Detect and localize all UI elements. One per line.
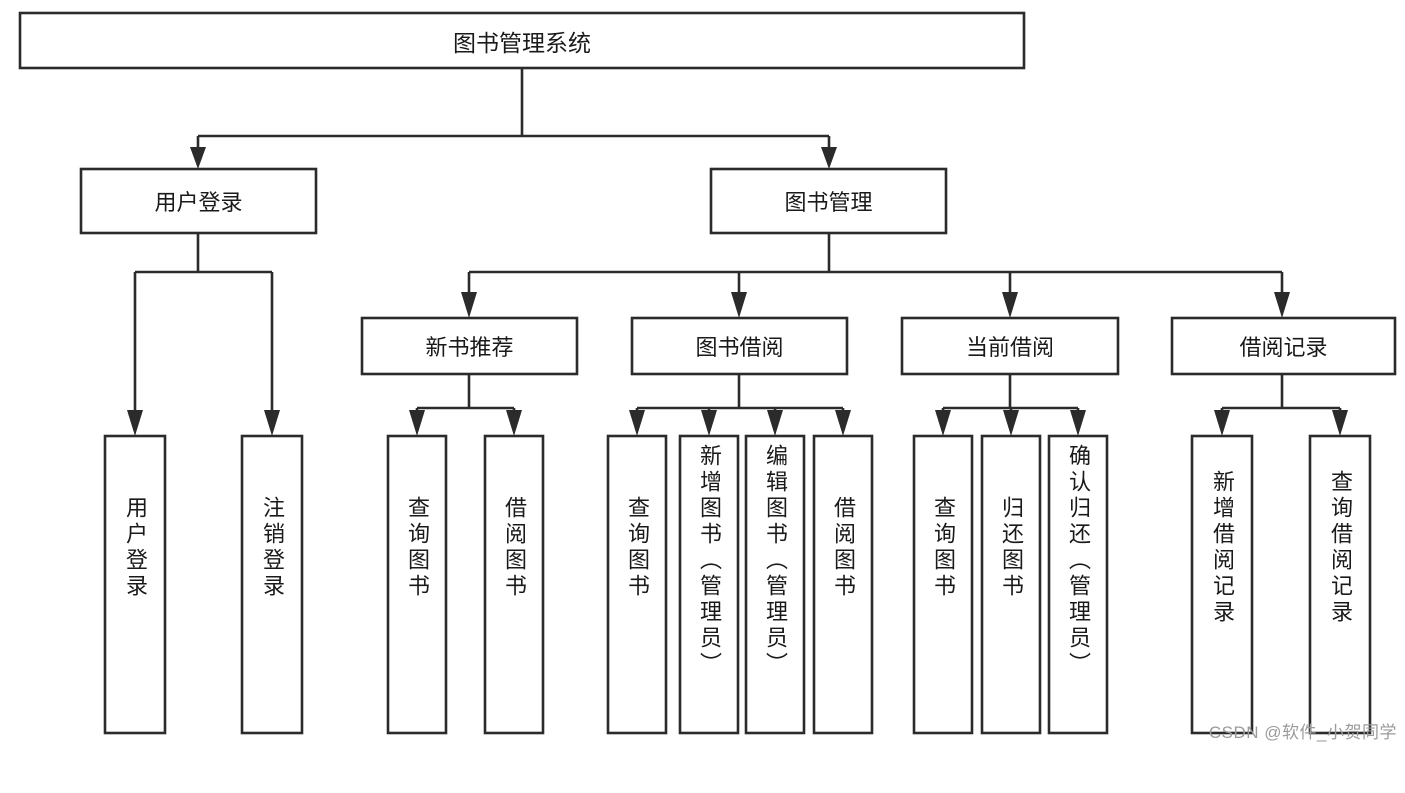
node-new-book-recommend[interactable] <box>360 316 579 376</box>
node-leaf-return-book[interactable] <box>980 434 1042 735</box>
node-user-login[interactable] <box>79 167 318 235</box>
node-borrow-record[interactable] <box>1170 316 1397 376</box>
node-leaf-borrow-book-2[interactable] <box>812 434 874 735</box>
arrow-head-leaf-12 <box>1214 410 1230 436</box>
node-book-borrow[interactable] <box>630 316 849 376</box>
diagram-canvas <box>18 11 1397 735</box>
arrow-head-bookmgmt <box>821 147 837 169</box>
node-root[interactable] <box>18 11 1026 70</box>
node-leaf-confirm-return[interactable] <box>1047 434 1109 735</box>
arrow-head-leaf-5 <box>629 410 645 436</box>
arrow-head-leaf-3 <box>409 410 425 436</box>
arrow-head-borrow <box>731 292 747 318</box>
arrow-head-newbook <box>461 292 477 318</box>
arrow-head-leaf-4 <box>506 410 522 436</box>
node-leaf-borrow-book-1[interactable] <box>483 434 545 735</box>
arrow-head-leaf-13 <box>1332 410 1348 436</box>
arrow-head-leaf-10 <box>1003 410 1019 436</box>
node-leaf-query-record[interactable] <box>1308 434 1372 735</box>
arrow-head-leaf-7 <box>767 410 783 436</box>
node-book-management[interactable] <box>709 167 948 235</box>
node-leaf-user-login[interactable] <box>103 434 167 735</box>
arrow-head-leaf-1 <box>127 410 143 436</box>
node-leaf-logout[interactable] <box>240 434 304 735</box>
connector-group <box>127 68 1348 436</box>
node-leaf-add-record[interactable] <box>1190 434 1254 735</box>
arrow-head-leaf-11 <box>1070 410 1086 436</box>
arrow-head-record <box>1274 292 1290 318</box>
node-box-group <box>18 11 1397 735</box>
arrow-head-leaf-2 <box>264 410 280 436</box>
arrow-head-current <box>1002 292 1018 318</box>
arrow-head-leaf-8 <box>835 410 851 436</box>
watermark-text: CSDN @软件_小贺同学 <box>1208 723 1397 742</box>
node-leaf-edit-book[interactable] <box>744 434 806 735</box>
node-leaf-add-book[interactable] <box>678 434 740 735</box>
node-leaf-query-book-3[interactable] <box>912 434 974 735</box>
arrow-head-leaf-9 <box>935 410 951 436</box>
node-current-borrow[interactable] <box>900 316 1120 376</box>
arrow-head-leaf-6 <box>701 410 717 436</box>
node-leaf-query-book-1[interactable] <box>386 434 448 735</box>
flowchart-diagram: 图书管理系统 用户登录 图书管理 新书推荐 图书借阅 当前借阅 借阅记录 用户登… <box>18 11 1397 742</box>
arrow-head-login <box>190 147 206 169</box>
node-leaf-query-book-2[interactable] <box>606 434 668 735</box>
